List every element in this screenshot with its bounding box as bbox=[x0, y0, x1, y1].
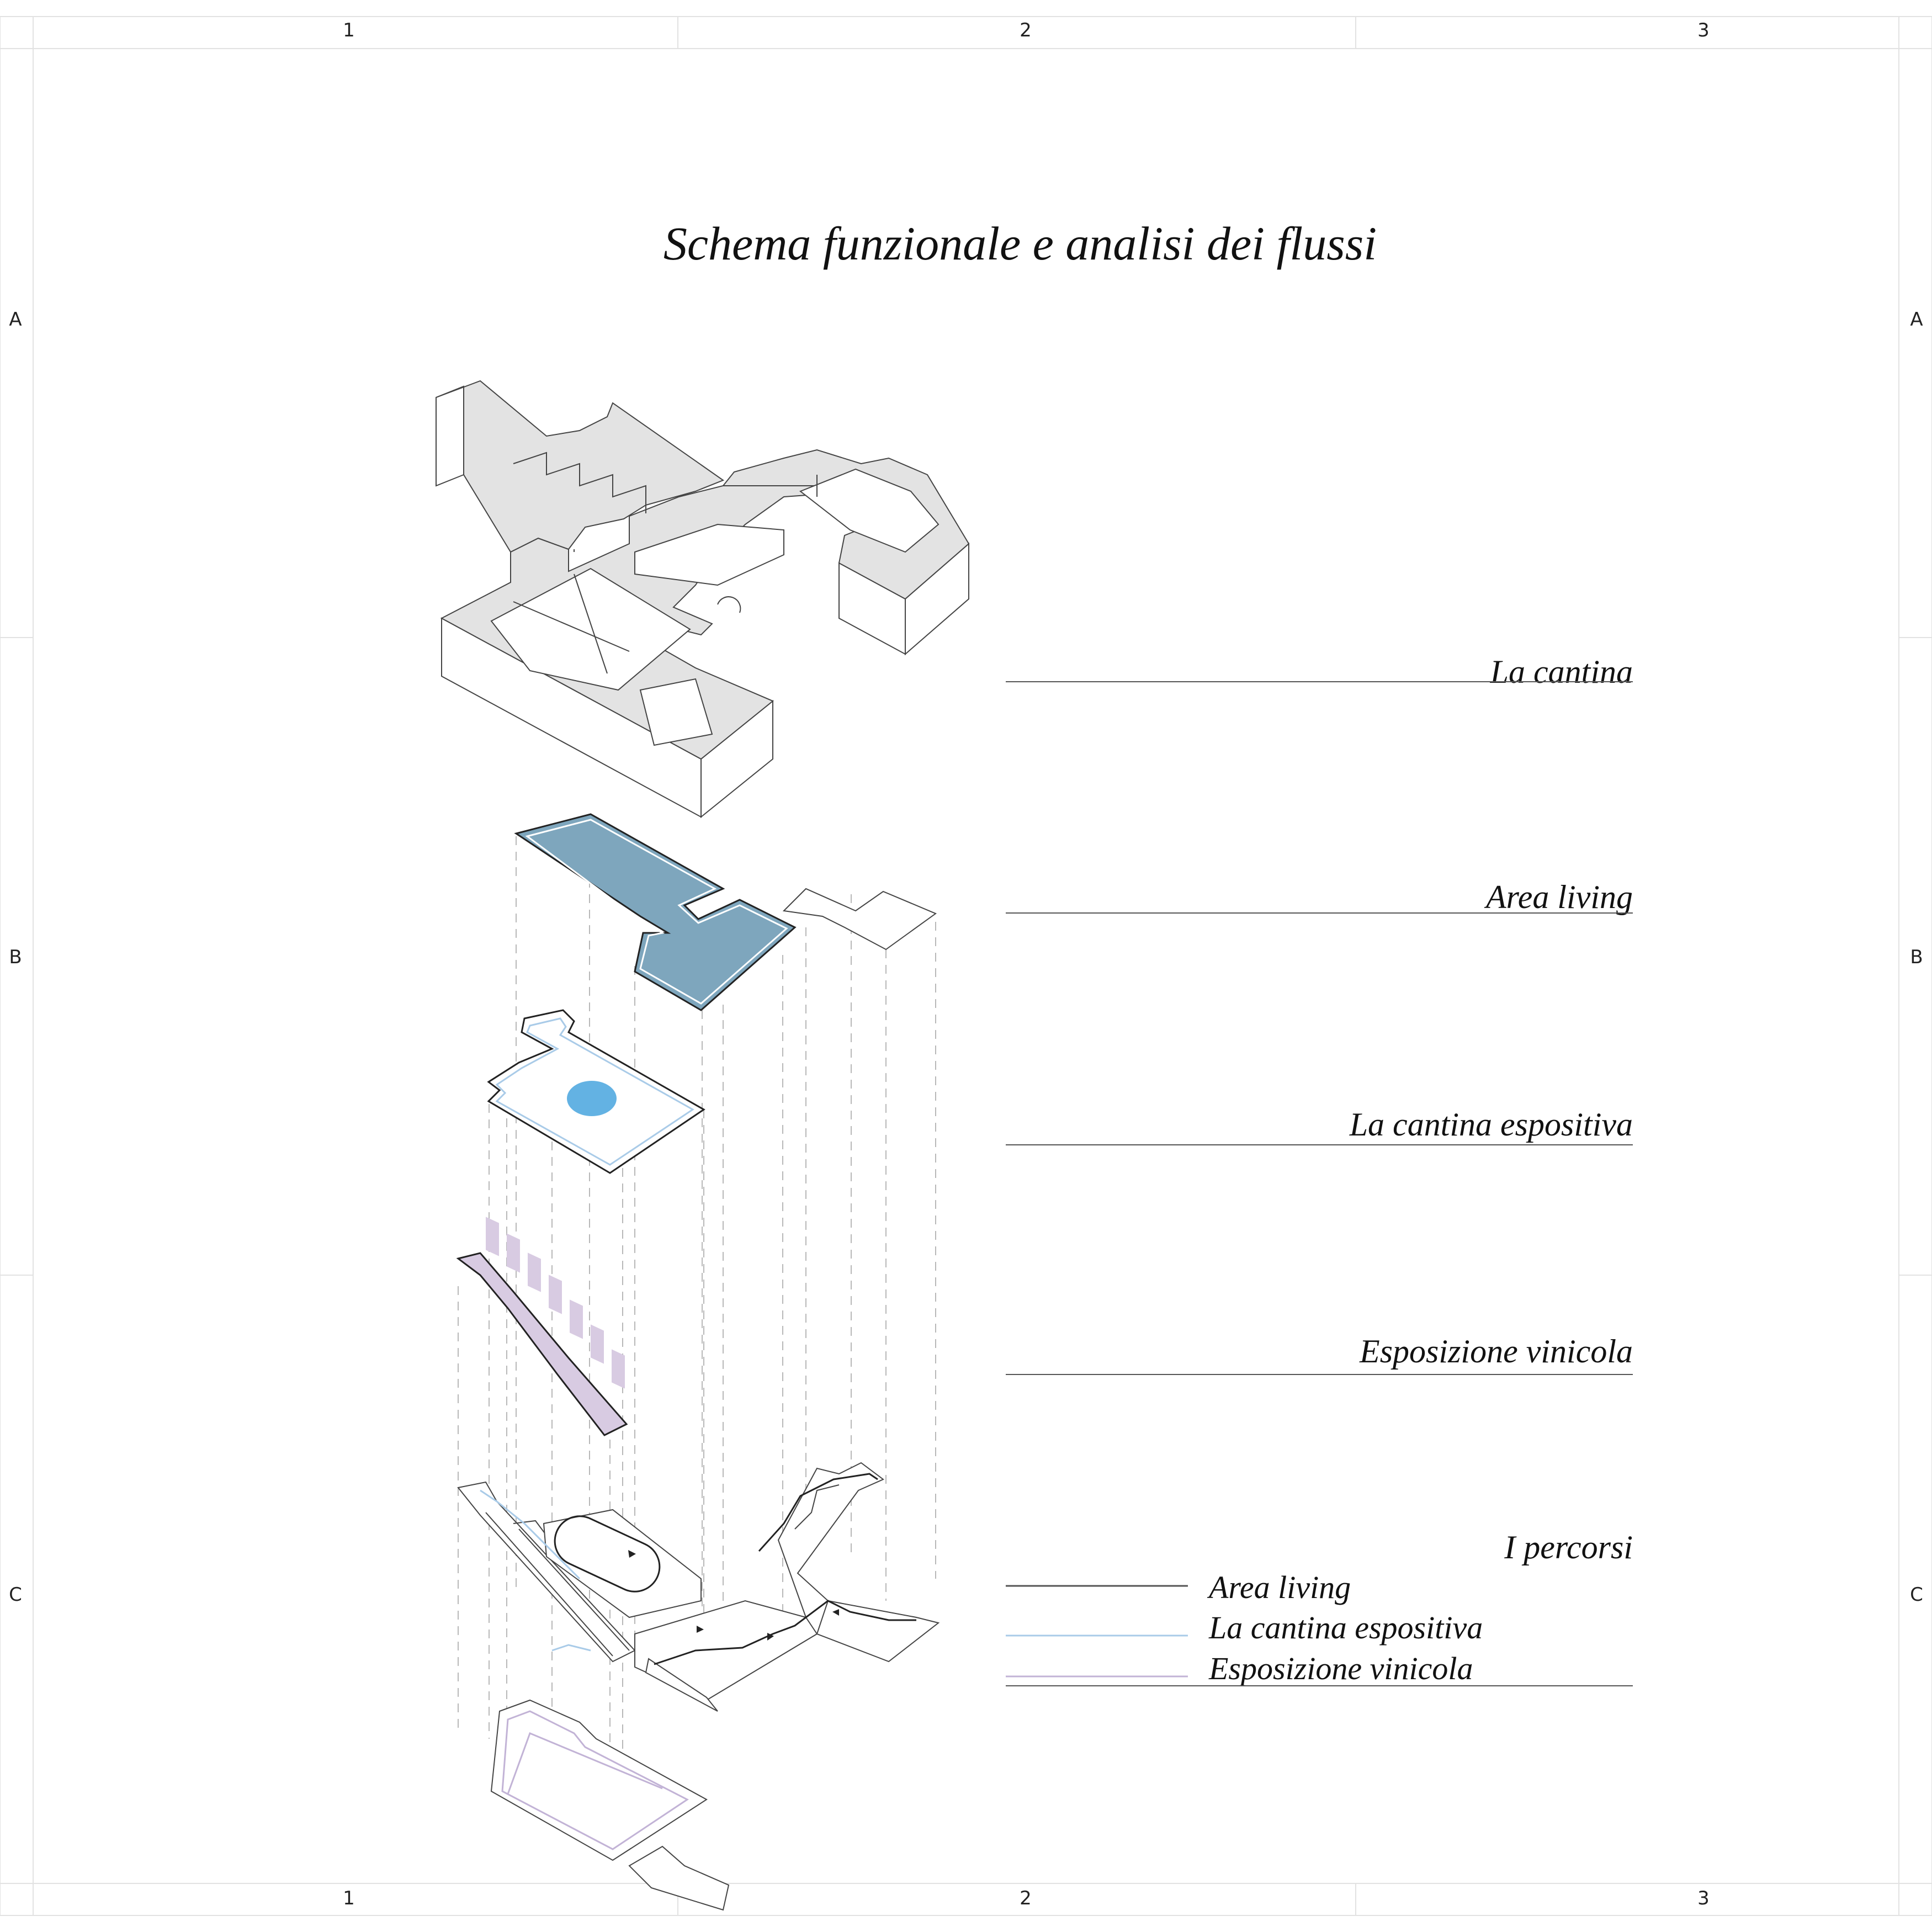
grid-row-c-right: C bbox=[1910, 1584, 1923, 1606]
grid-row-c-left: C bbox=[9, 1584, 22, 1606]
layer-label-area-living: Area living bbox=[1484, 879, 1633, 915]
espositiva-spot bbox=[567, 1081, 617, 1116]
grid-col-3-bottom: 3 bbox=[1697, 1887, 1710, 1909]
layer-label-cantina-group: La cantina bbox=[1006, 654, 1633, 690]
percorsi-layer bbox=[457, 1462, 940, 1911]
cantina-espositiva-slab bbox=[487, 1009, 705, 1174]
layer-label-cantina-espositiva: La cantina espositiva bbox=[1349, 1106, 1633, 1143]
grid-row-a-right: A bbox=[1910, 309, 1923, 331]
area-living-slab bbox=[514, 813, 937, 1011]
grid-col-3-top: 3 bbox=[1697, 19, 1710, 41]
grid-row-b-right: B bbox=[1910, 946, 1923, 968]
legend-percorsi: I percorsi Area living La cantina esposi… bbox=[1006, 1529, 1633, 1686]
grid-col-2-top: 2 bbox=[1020, 19, 1032, 41]
grid-row-b-left: B bbox=[9, 946, 22, 968]
layer-label-cantina: La cantina bbox=[1490, 654, 1633, 690]
cantina-volume bbox=[436, 380, 970, 819]
sheet-title: Schema funzionale e analisi dei flussi bbox=[664, 217, 1377, 270]
layer-label-espositiva-group: La cantina espositiva bbox=[1006, 1106, 1633, 1145]
layer-label-esposizione-vinicola: Esposizione vinicola bbox=[1359, 1333, 1633, 1370]
layer-label-living-group: Area living bbox=[1006, 879, 1633, 915]
layer-label-vinicola-group: Esposizione vinicola bbox=[1006, 1333, 1633, 1375]
legend-heading: I percorsi bbox=[1504, 1529, 1633, 1565]
grid-col-2-bottom: 2 bbox=[1020, 1887, 1032, 1909]
sheet-frame bbox=[0, 16, 1932, 1916]
grid-col-1-bottom: 1 bbox=[343, 1887, 355, 1909]
grid-row-a-left: A bbox=[9, 309, 22, 331]
legend-label-esposizione-vinicola: Esposizione vinicola bbox=[1208, 1650, 1473, 1686]
esposizione-vinicola bbox=[456, 1217, 628, 1436]
grid-labels: 1 2 3 1 2 3 A B C A B C bbox=[9, 19, 1923, 1909]
grid-col-1-top: 1 bbox=[343, 19, 355, 41]
legend-label-cantina-espositiva: La cantina espositiva bbox=[1208, 1610, 1483, 1646]
legend-label-area-living: Area living bbox=[1207, 1569, 1351, 1605]
